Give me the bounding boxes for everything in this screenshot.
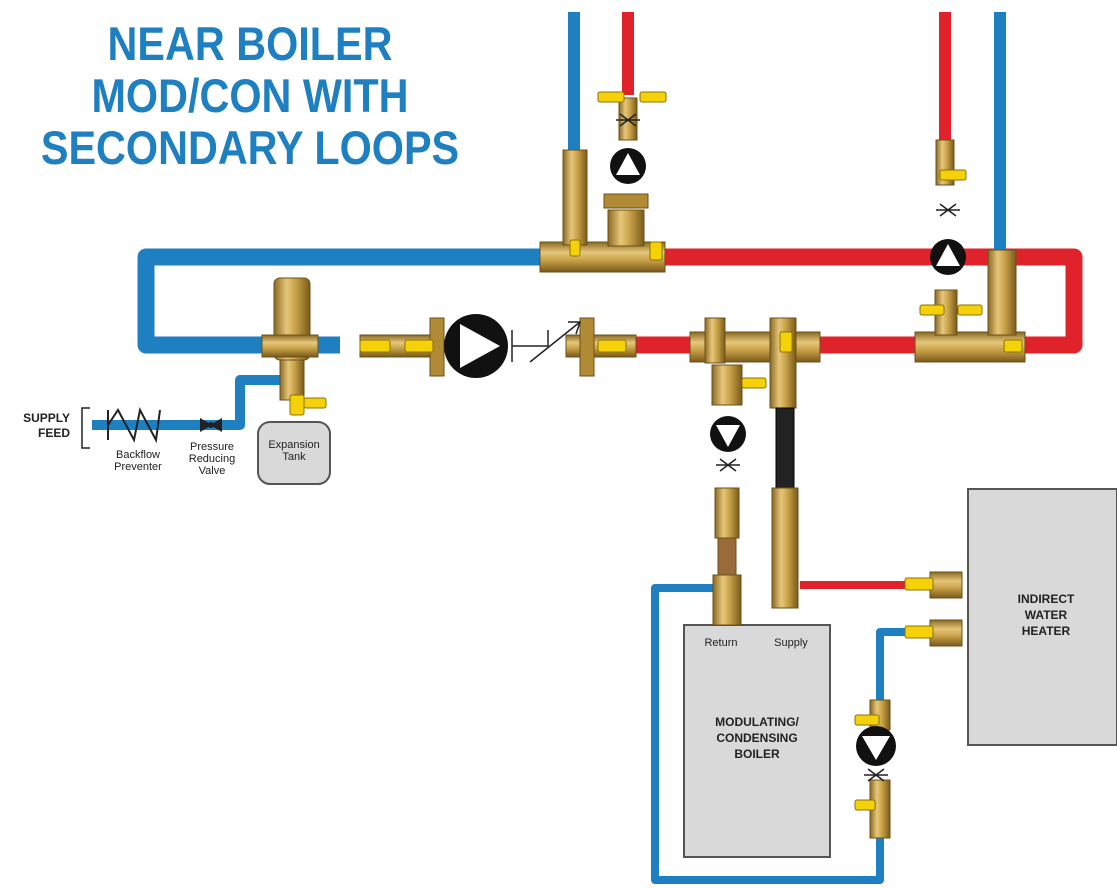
backflow-preventer-label: Backflow Preventer [98,449,178,473]
expansion-label: Expansion [268,439,320,451]
boiler-label-line-2: CONDENSING [716,731,798,745]
water-heater-box [967,488,1117,746]
heater-label-line-2: WATER [1024,608,1068,622]
prv-label: Pressure Reducing Valve [174,441,250,477]
title-line-1: NEAR BOILER [107,17,393,70]
pressure-reducing-valve-icon [200,418,222,432]
boiler-label-line-1: MODULATING/ [715,715,799,729]
heater-label-line-1: INDIRECT [1017,592,1075,606]
valve-label: Valve [198,465,226,477]
feed-label: FEED [37,426,70,440]
water-heater-label: INDIRECT WATER HEATER [975,591,1117,639]
boiler-label-line-3: BOILER [734,747,780,761]
boiler-supply-label: Supply [774,637,808,649]
backflow-preventer-icon [107,407,161,444]
pressure-label: Pressure [189,441,235,453]
tank-label: Tank [282,451,306,463]
valve-handles [289,91,1023,811]
boiler-return-pipe [651,584,884,884]
supply-feed-bracket [81,407,90,449]
backflow-label: Backflow [115,449,161,461]
primary-return-pipe [137,248,545,354]
title-line-3: SECONDARY LOOPS [40,121,460,174]
supply-label: SUPPLY [23,411,70,425]
supply-feed-pipe [92,375,285,430]
brass-fittings [261,97,1026,839]
boiler-label: MODULATING/ CONDENSING BOILER [684,714,830,762]
boiler-box [683,624,831,858]
diagram-title: NEAR BOILER MOD/CON WITH SECONDARY LOOPS [30,18,470,174]
supply-feed-label: SUPPLY FEED [8,411,70,441]
circulator-pumps [444,148,966,766]
check-valve-symbols [511,113,960,782]
title-line-2: MOD/CON WITH [91,69,409,122]
boiler-return-label: Return [704,637,738,649]
heater-label-line-3: HEATER [1021,624,1071,638]
preventer-label: Preventer [114,461,162,473]
reducing-label: Reducing [188,453,236,465]
expansion-tank-box [257,421,331,485]
pipes [92,12,1083,884]
expansion-tank-label: Expansion Tank [258,439,330,463]
